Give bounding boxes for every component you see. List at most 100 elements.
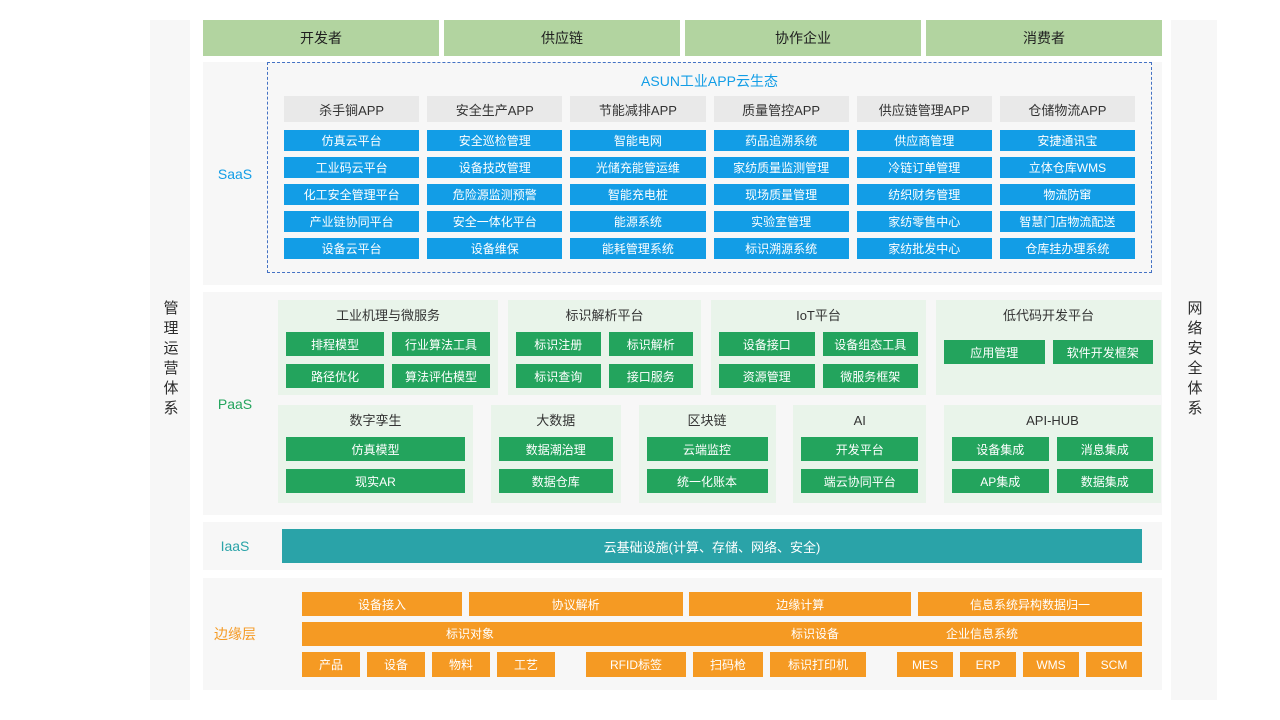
role-box: 协作企业 [685,20,921,56]
edge-category-bar: 标识对象标识设备企业信息系统 [302,622,1142,646]
app-item: 家纺批发中心 [856,238,992,259]
edge-device-group: RFID标签扫码枪标识打印机 [586,652,866,677]
paas-group-title: 数字孪生 [349,413,402,428]
app-item: 光储充能管运维 [570,157,706,178]
paas-group: 大数据数据潮治理数据仓库 [490,405,621,503]
paas-item: 微服务框架 [822,364,918,388]
paas-panel: PaaS 工业机理与微服务排程模型行业算法工具路径优化算法评估模型标识解析平台标… [203,292,1162,515]
paas-group: IoT平台设备接口设备组态工具资源管理微服务框架 [711,300,926,395]
app-item: 化工安全管理平台 [284,184,420,205]
ecosystem-title: ASUN工业APP云生态 [641,73,778,89]
right-system-label: 网络安全体系 [1185,300,1203,420]
iaas-bar: 云基础设施(计算、存储、网络、安全) [282,529,1142,563]
edge-capability: 信息系统异构数据归一 [917,592,1142,616]
paas-item: 应用管理 [944,340,1045,364]
paas-item: 数据集成 [1056,469,1153,493]
edge-device: 产品 [302,652,360,677]
paas-item: AP集成 [952,469,1049,493]
paas-item: 行业算法工具 [392,332,490,356]
paas-item: 标识解析 [608,332,693,356]
app-item: 安全一体化平台 [427,211,563,232]
app-item: 智慧门店物流配送 [999,211,1135,232]
app-column-title: 节能减排APP [570,96,706,122]
paas-item: 算法评估模型 [392,364,490,388]
app-item: 实验室管理 [713,211,849,232]
edge-device-group: 产品设备物料工艺 [302,652,555,677]
edge-category-label: 标识设备 [790,627,840,641]
paas-group: 标识解析平台标识注册标识解析标识查询接口服务 [508,300,701,395]
app-item: 纺织财务管理 [856,184,992,205]
app-item: 危险源监测预警 [427,184,563,205]
paas-item: 现实AR [286,469,465,493]
saas-app-column: 仓储物流APP 安捷通讯宝立体仓库WMS 物流防窜智慧门店物流配送仓库挂办理系统 [999,96,1135,265]
paas-row-1: 工业机理与微服务排程模型行业算法工具路径优化算法评估模型标识解析平台标识注册标识… [278,300,1161,395]
app-item: 智能电网 [570,130,706,151]
app-item: 智能充电桩 [570,184,706,205]
paas-item: 接口服务 [608,364,693,388]
paas-item: 数据潮治理 [498,437,613,461]
paas-group-title: 大数据 [536,413,576,428]
paas-item: 端云协同平台 [801,469,919,493]
app-item: 仓库挂办理系统 [999,238,1135,259]
role-box: 开发者 [203,20,439,56]
app-item: 设备维保 [427,238,563,259]
paas-item: 统一化账本 [646,469,768,493]
paas-item: 资源管理 [719,364,815,388]
edge-capability-row: 设备接入协议解析边缘计算信息系统异构数据归一 [302,592,1142,616]
app-item: 家纺零售中心 [856,211,992,232]
role-box: 消费者 [926,20,1162,56]
app-item: 物流防窜 [999,184,1135,205]
layer-label-edge: 边缘层 [214,626,256,642]
app-column-title: 仓储物流APP [999,96,1135,122]
paas-item: 路径优化 [286,364,384,388]
app-item: 能源系统 [570,211,706,232]
paas-group-title: 标识解析平台 [565,308,644,323]
paas-group: 区块链云端监控统一化账本 [638,405,776,503]
edge-device: 扫码枪 [693,652,763,677]
paas-item: 设备集成 [952,437,1049,461]
app-item: 家纺质量监测管理 [713,157,849,178]
app-column-title: 安全生产APP [427,96,563,122]
paas-item: 开发平台 [801,437,919,461]
paas-group-title: IoT平台 [796,308,841,323]
app-item: 设备技改管理 [427,157,563,178]
layer-label-saas: SaaS [217,165,253,182]
app-item: 立体仓库WMS [999,157,1135,178]
edge-capability: 边缘计算 [689,592,912,616]
paas-item: 数据仓库 [498,469,613,493]
edge-capability: 协议解析 [468,592,683,616]
paas-item: 云端监控 [646,437,768,461]
edge-category-label: 标识对象 [445,627,495,641]
left-system-strip: 管理运营体系 [150,20,190,700]
paas-group: 工业机理与微服务排程模型行业算法工具路径优化算法评估模型 [278,300,498,395]
paas-group-title: 低代码开发平台 [1002,308,1094,323]
paas-group-title: 区块链 [687,413,727,428]
app-item: 标识溯源系统 [713,238,849,259]
edge-device: MES [897,652,953,677]
edge-device: WMS [1023,652,1079,677]
paas-group: 低代码开发平台应用管理软件开发框架 [936,300,1161,395]
edge-device: 标识打印机 [770,652,866,677]
app-item: 安捷通讯宝 [999,130,1135,151]
iaas-panel: IaaS 云基础设施(计算、存储、网络、安全) [203,522,1162,570]
edge-device: 工艺 [497,652,555,677]
paas-item: 设备组态工具 [822,332,918,356]
app-item: 药品追溯系统 [713,130,849,151]
app-column-title: 杀手锏APP [284,96,420,122]
top-role-row: 开发者供应链协作企业消费者 [203,20,1162,56]
right-system-strip: 网络安全体系 [1171,20,1217,700]
paas-group-title: API-HUB [1026,413,1079,428]
